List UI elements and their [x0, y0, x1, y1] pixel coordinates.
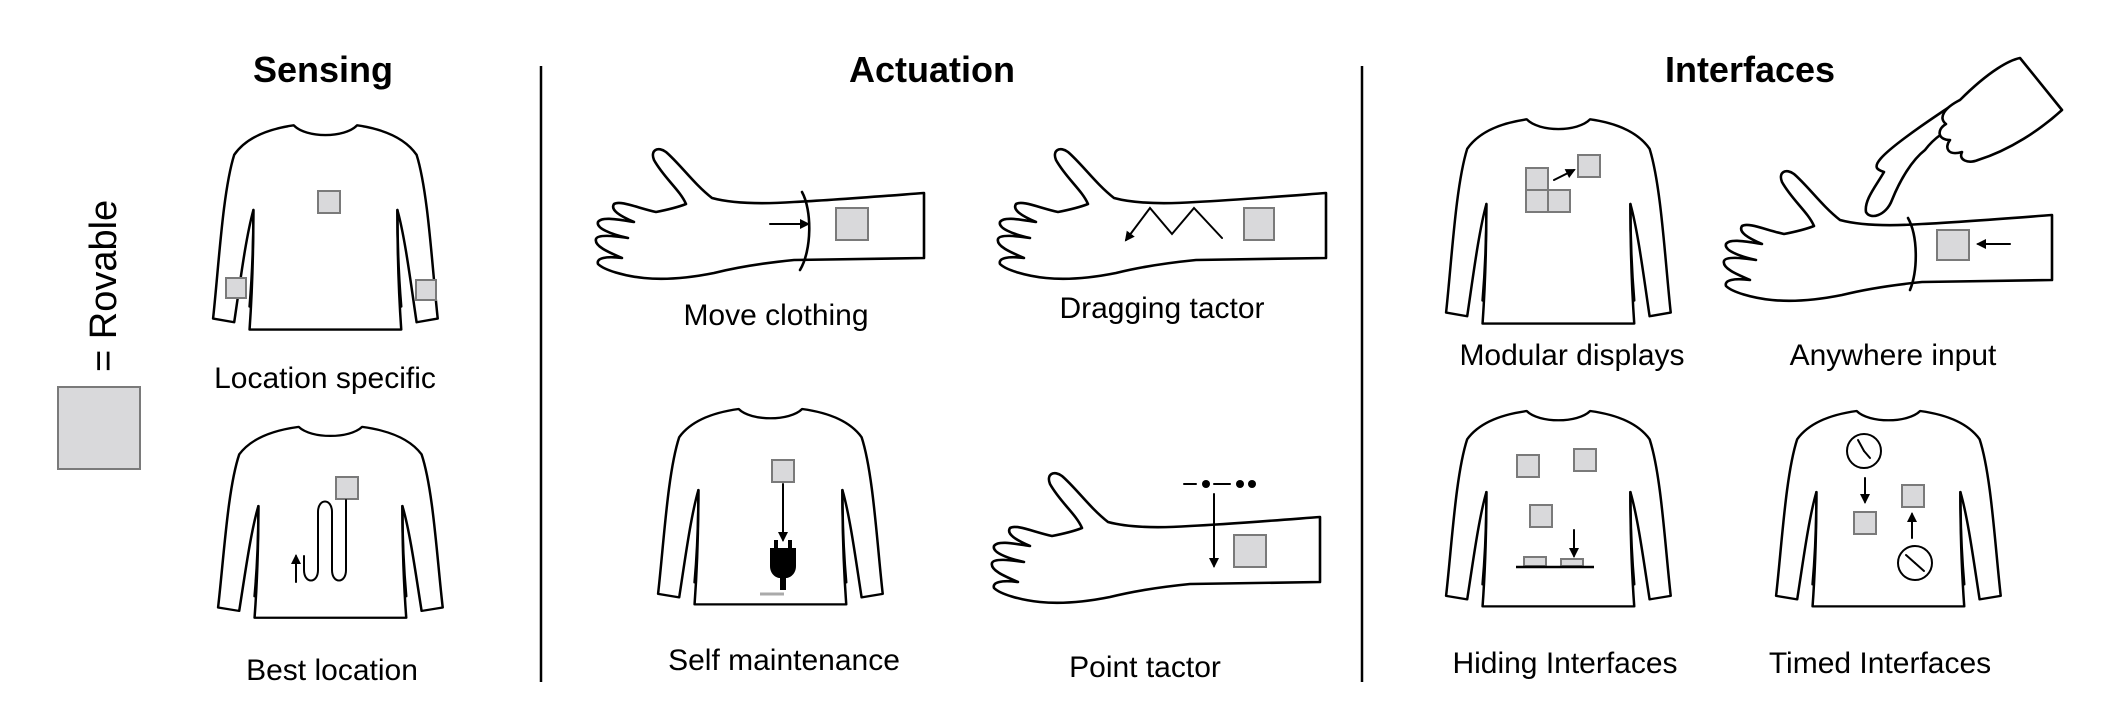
caption-modular-displays: Modular displays [1459, 339, 1684, 372]
caption-self-maintenance: Self maintenance [668, 644, 900, 677]
shirt-icon [216, 425, 444, 620]
shirt-icon [1774, 409, 2002, 608]
self-maintenance-figure [656, 407, 884, 606]
tap-pattern [1183, 480, 1256, 488]
legend: = Rovable [57, 200, 141, 470]
point-tactor-figure [990, 471, 1322, 605]
anywhere-input-figure [1722, 56, 2064, 303]
hiding-interfaces-figure [1444, 409, 1672, 608]
section-title-interfaces: Interfaces [1665, 49, 1835, 90]
plug-icon [760, 540, 796, 596]
legend-label: = Rovable [83, 200, 125, 372]
shirt-icon [656, 407, 884, 606]
caption-location-specific: Location specific [214, 362, 436, 395]
arm-icon [594, 147, 926, 281]
arm-icon [990, 471, 1322, 605]
location-specific-figure [211, 124, 439, 331]
modular-displays-figure [1444, 118, 1672, 325]
move-clothing-figure [594, 147, 926, 281]
rovable-legend-square [57, 386, 141, 470]
section-title-sensing: Sensing [253, 49, 393, 90]
caption-best-location: Best location [246, 654, 418, 687]
caption-timed-interfaces: Timed Interfaces [1769, 647, 1991, 680]
timed-interfaces-figure [1774, 409, 2002, 608]
caption-move-clothing: Move clothing [683, 299, 868, 332]
hand-icon [1864, 56, 2064, 218]
arm-icon [996, 147, 1328, 281]
caption-point-tactor: Point tactor [1069, 651, 1221, 684]
best-location-figure [216, 425, 444, 620]
shirt-icon [1444, 118, 1672, 325]
dragging-tactor-figure [996, 147, 1328, 281]
shirt-icon [1444, 409, 1672, 608]
caption-dragging-tactor: Dragging tactor [1059, 292, 1264, 325]
section-title-actuation: Actuation [849, 49, 1015, 90]
caption-anywhere-input: Anywhere input [1790, 339, 1997, 372]
clock-icon [1846, 433, 1882, 469]
clock-icon [1897, 545, 1933, 581]
caption-hiding-interfaces: Hiding Interfaces [1452, 647, 1677, 680]
